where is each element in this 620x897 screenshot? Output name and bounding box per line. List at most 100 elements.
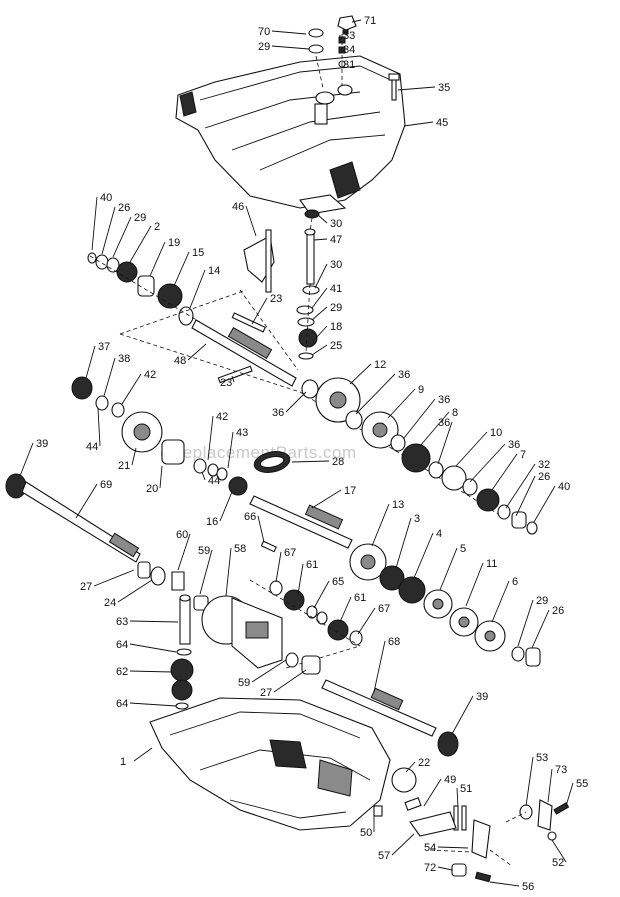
callout-label: 9 [418,384,424,396]
callout-leader [357,607,376,635]
callout-leader [19,442,34,477]
callout-label: 72 [424,862,436,874]
callout-label: 22 [418,757,430,769]
callout-label: 1 [120,756,126,768]
shaft-48 [119,289,509,521]
callout-leader [451,695,474,735]
callout-label: 58 [234,543,246,555]
callout-leader [199,549,213,595]
callout-leader [391,833,415,856]
callout-label: 67 [284,547,296,559]
callout-label: 16 [206,516,218,528]
callout-label: 50 [360,827,372,839]
callout-label: 41 [330,283,342,295]
callout-leader [517,599,534,647]
callout-label: 52 [552,857,564,869]
callout-label: 73 [555,764,567,776]
callout-label: 39 [36,438,48,450]
callout-leader [103,357,116,397]
callout-label: 7 [520,449,526,461]
callout-label: 45 [436,117,448,129]
callout-label: 44 [86,441,98,453]
callout-label: 5 [460,543,466,555]
callout-leader [129,620,179,623]
callout-leader [129,225,152,263]
callout-label: 12 [374,359,386,371]
callout-leader [315,325,328,339]
callout-label: 13 [392,499,404,511]
callout-leader [403,121,434,127]
callout-label: 57 [378,850,390,862]
callout-label: 30 [330,218,342,230]
callout-label: 65 [332,576,344,588]
callout-leader [189,269,206,309]
callout-leader [177,533,191,571]
callout-label: 14 [208,265,220,277]
callout-label: 39 [476,691,488,703]
callout-leader [439,547,458,591]
callout-label: 59 [238,677,250,689]
callout-leader [231,375,235,383]
callout-leader [251,659,287,683]
callout-leader [465,562,484,607]
callout-leader [405,761,416,773]
callout-leader [227,431,234,469]
callout-label: 38 [118,353,130,365]
callout-leader [491,580,510,623]
callout-label: 44 [208,475,220,487]
callout-label: 53 [536,752,548,764]
callout-leader [93,569,135,587]
callout-label: 61 [306,559,318,571]
callout-leader [273,669,307,693]
callout-label: 36 [438,417,450,429]
callout-label: 3 [414,513,420,525]
callout-leader [275,551,282,583]
callout-label: 59 [198,545,210,557]
callout-leader [456,787,459,809]
callout-leader [245,205,257,237]
callout-leader [403,398,436,439]
callout-leader [469,443,506,483]
callout-label: 49 [444,774,456,786]
callout-leader [131,447,137,466]
callout-leader [101,206,116,255]
callout-label: 33 [343,30,355,42]
callout-label: 26 [118,202,130,214]
brake-assembly [373,767,570,883]
callout-label: 47 [330,234,342,246]
callout-label: 10 [490,427,502,439]
callout-leader [355,373,396,415]
callout-leader [225,547,232,597]
callout-leader [314,263,328,289]
callout-leader [423,778,442,807]
callout-label: 40 [100,192,112,204]
callout-leader [515,475,536,517]
callout-leader [112,216,132,258]
callout-label: 40 [558,481,570,493]
callout-leader [491,453,518,491]
callout-leader [271,30,307,35]
callout-leader [121,373,142,405]
callout-leader [75,483,98,519]
callout-label: 17 [344,485,356,497]
left-lower-parts [137,561,209,710]
callout-leader [129,643,177,653]
lower-housing [149,697,391,831]
lower-gear-stack [349,543,541,667]
callout-leader [455,431,488,467]
callout-leader [297,563,304,595]
callout-leader [349,363,372,385]
callout-leader [271,45,310,50]
callout-leader [311,306,328,321]
callout-leader [313,238,328,241]
callout-label: 43 [236,427,248,439]
callout-label: 29 [134,212,146,224]
callout-label: 29 [258,41,270,53]
callout-label: 37 [98,341,110,353]
callout-label: 67 [378,603,390,615]
callout-label: 48 [174,355,186,367]
callout-label: 69 [100,479,112,491]
left-gear-stack [87,252,201,326]
